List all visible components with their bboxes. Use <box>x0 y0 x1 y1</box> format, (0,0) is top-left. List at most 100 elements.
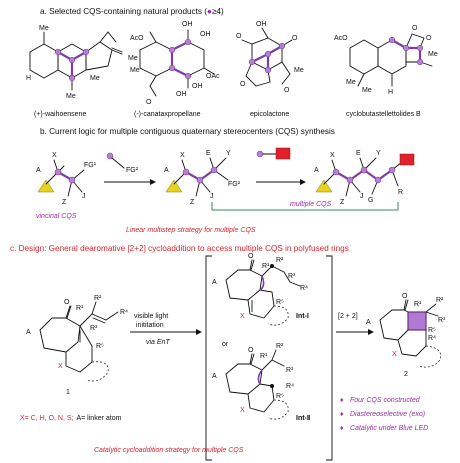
atom-e: E <box>206 150 211 157</box>
atom-r5: R⁵ <box>428 327 436 334</box>
atom-aco: AcO <box>130 35 144 42</box>
or-label: or <box>222 341 229 348</box>
product-name-3: epicolactone <box>250 111 289 118</box>
substrate-1: A O R¹ R² R³ R⁴ R⁵ X <box>26 295 128 382</box>
atom-x: X <box>330 152 335 159</box>
atom-z: Z <box>340 199 345 206</box>
intermediate-2: A O R¹ R² R³ R⁴ R⁵ X <box>212 343 294 420</box>
bullet-marker: ♦ <box>340 425 344 432</box>
atom-o: O <box>412 25 418 32</box>
int-2-label: Int-Ⅱ <box>296 414 310 422</box>
section-c-caption: c. Design: General dearomative [2+2] cyc… <box>10 244 349 253</box>
atom-y: Y <box>376 150 381 157</box>
legend-line: X= C, H, O, N, S;A= linker atom <box>20 415 122 422</box>
atom-me: Me <box>346 79 356 86</box>
cyclobutane-ring <box>407 311 427 331</box>
atom-me: Me <box>428 51 438 58</box>
yellow-triangle <box>165 179 183 193</box>
cycloaddition-label: [2 + 2] <box>338 313 358 320</box>
intermediate-bracket <box>205 255 333 461</box>
arrow-2-head <box>300 179 306 185</box>
atom-r3: R³ <box>438 317 446 324</box>
product-fragment: A X E Y Z J G R <box>314 150 415 206</box>
atom-me: Me <box>294 67 304 74</box>
atom-o: O <box>248 347 254 354</box>
atom-me: Me <box>39 25 49 32</box>
footer-label: Catalytic cycloaddition strategy for mul… <box>94 447 244 454</box>
atom-r4: R⁴ <box>428 335 436 342</box>
atom-x: X <box>180 152 185 159</box>
section-a-caption: a. Selected CQS-containing natural produ… <box>40 7 224 16</box>
atom-j: J <box>82 193 86 200</box>
bullet-marker: ♦ <box>340 411 344 418</box>
ball-glyph: ● <box>207 7 212 16</box>
atom-x: X <box>392 351 397 358</box>
atom-r4: R⁴ <box>286 383 294 390</box>
structure-canataxpropellane: AcO OH OH Me Me OAc O OH OH <box>128 21 220 106</box>
reagent-fg2: FG² <box>106 152 139 174</box>
atom-r4: R⁴ <box>300 285 308 292</box>
atom-oac: OAc <box>206 73 220 80</box>
product-name-2: (-)-canataxpropellane <box>134 111 201 118</box>
atom-r3: R³ <box>288 273 296 280</box>
atom-a: A <box>212 373 217 380</box>
atom-fg1: FG¹ <box>84 162 97 169</box>
vincinal-label: vincinal CQS <box>36 213 77 220</box>
atom-x: X <box>240 407 245 414</box>
atom-oh: OH <box>256 21 267 28</box>
atom-x: X <box>58 363 63 370</box>
atom-r: R <box>398 189 403 196</box>
atom-aco: AcO <box>334 35 348 42</box>
conditions-line-2: inititation <box>136 322 164 329</box>
atom-r2: R² <box>94 295 102 302</box>
product-2: A O R¹ R² R³ R⁴ R⁵ X <box>366 293 446 368</box>
product-name-4: cyclobutastellettolides B <box>346 111 421 118</box>
atom-oh: OH <box>200 31 211 38</box>
atom-z: Z <box>62 199 67 206</box>
atom-a: A <box>164 167 169 174</box>
bullet-marker: ♦ <box>340 397 344 404</box>
bullet-3: Catalytic under Blue LED <box>350 425 428 432</box>
atom-me: Me <box>66 93 76 100</box>
structure-waihoensene: Me Me H Me <box>26 25 123 100</box>
atom-oh: OH <box>176 91 187 98</box>
compound-2-label: 2 <box>404 371 408 378</box>
atom-oh: OH <box>192 83 203 90</box>
atom-h: H <box>26 75 31 82</box>
atom-x: X <box>240 313 245 320</box>
atom-a: A <box>26 329 31 336</box>
atom-fg2: FG² <box>228 181 241 188</box>
atom-me: Me <box>90 75 100 82</box>
atom-r5: R⁵ <box>96 343 104 350</box>
atom-a: A <box>36 167 41 174</box>
compound-1-label: 1 <box>66 389 70 396</box>
atom-me: Me <box>128 55 138 62</box>
atom-o: O <box>64 299 70 306</box>
atom-r2: R² <box>436 297 444 304</box>
strategy-label: Linear multistep strategy for multiple C… <box>126 227 256 234</box>
atom-h: H <box>388 89 393 96</box>
yellow-triangle <box>37 179 55 193</box>
benefit-bullets: ♦ Four CQS constructed ♦ Diastereoselect… <box>340 397 428 432</box>
atom-oh: OH <box>182 21 193 28</box>
red-block <box>275 147 291 160</box>
yellow-triangle <box>315 179 333 193</box>
conditions-line-3: via EnT <box>146 339 170 346</box>
atom-o: O <box>426 35 432 42</box>
cycloaddition-arrow-head <box>368 329 374 335</box>
atom-o: O <box>248 253 254 260</box>
vincinal-cqs-fragment: A X FG¹ Z J <box>36 152 97 206</box>
atom-r3: R³ <box>286 367 294 374</box>
atom-a: A <box>366 319 371 326</box>
arrow-1-head <box>150 179 156 185</box>
bullet-2: Diastereoselective (exo) <box>350 411 425 418</box>
atom-me: Me <box>130 67 140 74</box>
atom-o: O <box>284 87 290 94</box>
atom-o: O <box>292 35 298 42</box>
reagent-red-block <box>256 147 291 160</box>
atom-me: Me <box>362 87 372 94</box>
conditions-arrow-head <box>196 329 202 335</box>
red-block <box>399 153 415 166</box>
atom-fg2: FG² <box>126 167 139 174</box>
